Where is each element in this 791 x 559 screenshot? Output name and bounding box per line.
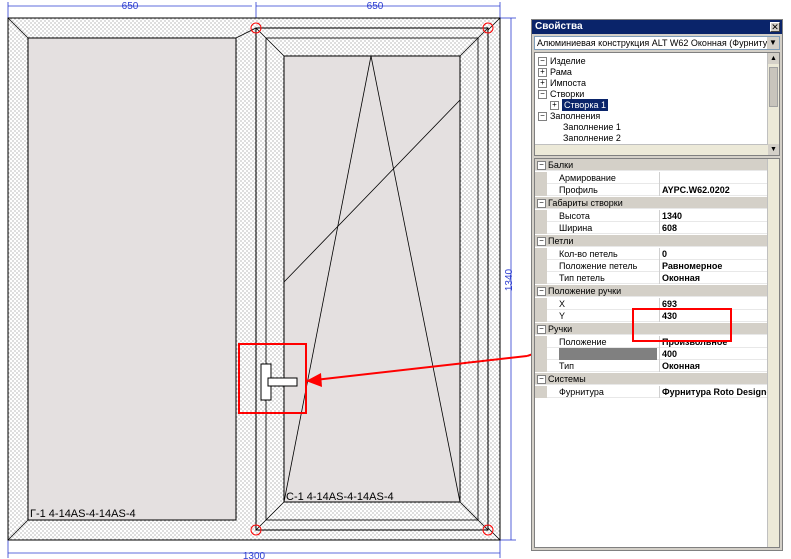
dim-label-right: 1340 [504,268,515,291]
category-beams[interactable]: − Балки [535,159,779,171]
combobox-value: Алюминиевая конструкция ALT W62 Оконная … [537,38,780,48]
property-row[interactable]: Кол-во петель 0 [535,248,779,260]
object-selector-combobox[interactable]: Алюминиевая конструкция ALT W62 Оконная … [534,36,780,50]
panel-title: Свойства [532,20,782,34]
expand-icon[interactable]: + [538,68,547,77]
property-row[interactable]: Тип петель Оконная [535,272,779,284]
dim-label-top-left: 650 [122,1,139,12]
collapse-icon[interactable]: − [538,57,547,66]
collapse-icon[interactable]: − [537,161,546,170]
annotation-arrow [305,355,527,382]
handle-highlight-box [238,343,307,414]
category-handles[interactable]: − Ручки [535,323,779,335]
collapse-icon[interactable]: − [538,112,547,121]
annotation-arrowhead [306,373,322,387]
object-tree: − Изделие + Рама + Импоста − Створки + С… [534,52,780,156]
dimension-bottom: 1300 [7,540,501,559]
expand-icon[interactable]: + [538,79,547,88]
property-row[interactable]: Армирование [535,172,779,184]
property-row[interactable]: Фурнитура Фурнитура Roto Designo AL [535,386,779,398]
category-handle-position[interactable]: − Положение ручки [535,285,779,297]
corner-marker-tl [250,22,262,34]
scroll-thumb[interactable] [769,67,778,107]
expand-icon[interactable]: + [550,101,559,110]
dim-label-bottom: 1300 [243,551,266,559]
grid-vertical-scrollbar[interactable] [767,159,779,547]
property-row[interactable]: Y 430 [535,310,779,322]
property-row[interactable]: Профиль AYPC.W62.0202 [535,184,779,196]
collapse-icon[interactable]: − [538,90,547,99]
collapse-icon[interactable]: − [537,199,546,208]
tree-horizontal-scrollbar[interactable] [535,144,768,155]
corner-marker-br [482,524,494,536]
glazing-label-left: Г-1 4-14AS-4-14AS-4 [30,508,136,520]
scroll-down-icon[interactable]: ▼ [768,144,779,155]
collapse-icon[interactable]: − [537,375,546,384]
property-row[interactable]: Тип Оконная [535,360,779,372]
collapse-icon[interactable]: − [537,325,546,334]
property-grid: − Балки Армирование Профиль AYPC.W62.020… [534,158,780,548]
value-highlight-box [632,308,732,342]
fixed-glass-pane[interactable] [27,37,237,521]
corner-marker-tr [482,22,494,34]
scroll-up-icon[interactable]: ▲ [768,53,779,64]
sash-glass-pane[interactable] [283,55,461,503]
chevron-down-icon[interactable]: ▼ [767,37,779,49]
opening-direction-lines [283,55,461,503]
tree-vertical-scrollbar[interactable]: ▲ ▼ [767,53,779,155]
property-row[interactable]: Высота 1340 [535,210,779,222]
property-row-selected[interactable]: Расстояние 400 [535,348,779,360]
properties-panel: Свойства ✕ Алюминиевая конструкция ALT W… [531,19,783,551]
collapse-icon[interactable]: − [537,237,546,246]
corner-marker-bl [250,524,262,536]
window-drawing-canvas[interactable]: 650 650 1300 1340 Г-1 4-14AS-4-14AS-4 С-… [0,0,527,559]
category-hinges[interactable]: − Петли [535,235,779,247]
property-row[interactable]: Ширина 608 [535,222,779,234]
handle-icon[interactable] [260,363,298,401]
category-sash-dimensions[interactable]: − Габариты створки [535,197,779,209]
category-systems[interactable]: − Системы [535,373,779,385]
close-button[interactable]: ✕ [770,22,780,32]
dim-label-top-right: 650 [367,1,384,12]
property-row[interactable]: Положение Произвольное [535,336,779,348]
dimension-right: 1340 [500,17,516,541]
property-row[interactable]: Положение петель Равномерное [535,260,779,272]
glazing-label-right: С-1 4-14AS-4-14AS-4 [286,491,394,503]
collapse-icon[interactable]: − [537,287,546,296]
